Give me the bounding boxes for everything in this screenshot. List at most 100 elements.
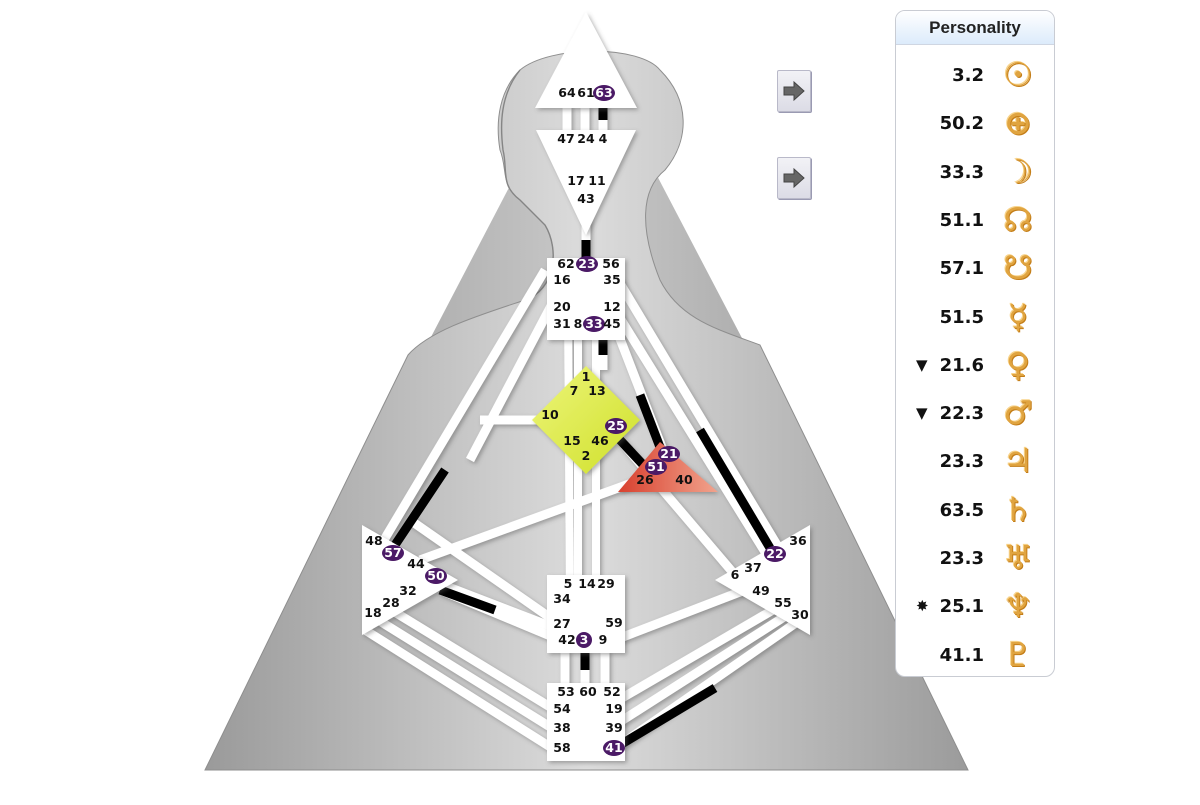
- gate-label: 15: [563, 433, 580, 448]
- gate-label: 59: [605, 615, 622, 630]
- gate-38: 38: [553, 720, 570, 735]
- planet-row: 50.2⊕: [896, 101, 1054, 149]
- gate-23: 23: [576, 256, 598, 272]
- gate-60: 60: [579, 684, 597, 699]
- gate-56: 56: [602, 256, 620, 271]
- gate-activation-marker: [583, 316, 605, 332]
- mars-icon: ♂: [1003, 393, 1033, 433]
- gate-36: 36: [789, 533, 807, 548]
- planet-row: 51.1☊: [896, 198, 1054, 246]
- planet-row: ✸25.1♆: [896, 584, 1054, 632]
- gate-25: 25: [605, 418, 627, 434]
- planet-row: 23.3♃: [896, 439, 1054, 487]
- earth-icon: ⊕: [1004, 103, 1032, 143]
- gate-label: 43: [577, 191, 594, 206]
- gate-label: 62: [557, 256, 574, 271]
- ego-center: [618, 442, 718, 492]
- personality-panel: Personality 3.2☉50.2⊕33.3☽51.1☊57.1☋51.5…: [895, 10, 1055, 677]
- gate-41: 41: [603, 740, 625, 756]
- gate-label: 29: [597, 576, 614, 591]
- head-center: [535, 12, 637, 108]
- gate-activation-marker: [658, 446, 680, 462]
- gate-17: 17: [567, 173, 584, 188]
- gate-31: 31: [553, 316, 570, 331]
- gate-label: 20: [553, 299, 571, 314]
- arrow-button-2[interactable]: [777, 157, 811, 199]
- gate-label: 53: [557, 684, 574, 699]
- gate-63: 63: [593, 85, 615, 101]
- gate-activation-marker: [576, 256, 598, 272]
- gate-label: 52: [603, 684, 620, 699]
- gate-label: 22: [766, 546, 783, 561]
- activation-value: 57.1: [939, 258, 984, 280]
- gate-label: 49: [752, 583, 769, 598]
- gate-44: 44: [407, 556, 425, 571]
- saturn-icon: ♄: [1003, 489, 1033, 529]
- gate-label: 40: [675, 472, 693, 487]
- gate-label: 26: [636, 472, 654, 487]
- planet-row: ▼22.3♂: [896, 391, 1054, 439]
- arrow-right-icon: [783, 80, 805, 102]
- gate-label: 35: [603, 272, 620, 287]
- gate-3: 3: [576, 632, 592, 648]
- gate-24: 24: [577, 131, 595, 146]
- planet-row: 3.2☉: [896, 53, 1054, 101]
- gate-label: 3: [580, 632, 589, 647]
- venus-icon: ♀: [1005, 344, 1031, 384]
- gate-label: 61: [577, 85, 594, 100]
- gate-label: 37: [744, 560, 761, 575]
- gate-label: 36: [789, 533, 807, 548]
- gate-label: 25: [607, 418, 624, 433]
- gate-21: 21: [658, 446, 680, 462]
- gate-7: 7: [570, 383, 579, 398]
- gate-48: 48: [365, 533, 382, 548]
- gate-35: 35: [603, 272, 620, 287]
- gate-47: 47: [557, 131, 574, 146]
- gate-label: 19: [605, 701, 622, 716]
- planet-row: 63.5 ♄: [896, 488, 1054, 536]
- gate-label: 8: [574, 316, 583, 331]
- sun-icon: ☉: [1003, 55, 1033, 94]
- gate-51: 51: [645, 459, 667, 475]
- activation-value: 51.5: [939, 306, 984, 328]
- gate-label: 45: [603, 316, 620, 331]
- gate-label: 21: [660, 446, 677, 461]
- gate-label: 7: [570, 383, 579, 398]
- gate-8: 8: [574, 316, 583, 331]
- gate-label: 13: [588, 383, 605, 398]
- planet-row: 51.5☿: [896, 295, 1054, 343]
- gate-label: 33: [585, 316, 602, 331]
- gate-29: 29: [597, 576, 614, 591]
- gate-64: 64: [558, 85, 576, 100]
- gate-label: 44: [407, 556, 425, 571]
- panel-title: Personality: [896, 11, 1054, 45]
- gate-54: 54: [553, 701, 571, 716]
- gate-label: 12: [603, 299, 620, 314]
- gate-label: 50: [427, 568, 445, 583]
- gate-13: 13: [588, 383, 605, 398]
- arrow-button-1[interactable]: [777, 70, 811, 112]
- gate-label: 64: [558, 85, 576, 100]
- activation-value: 63.5: [939, 499, 984, 521]
- planet-row: 57.1☋: [896, 246, 1054, 294]
- activation-value: 23.3: [939, 548, 984, 569]
- arrow-right-icon: [783, 167, 805, 189]
- gate-label: 42: [558, 632, 575, 647]
- planet-row: ▼21.6♀: [896, 343, 1054, 391]
- gate-label: 11: [588, 173, 605, 188]
- gate-59: 59: [605, 615, 622, 630]
- gate-label: 18: [364, 605, 381, 620]
- row-marker: ▼: [916, 355, 928, 374]
- gate-34: 34: [553, 591, 571, 606]
- gate-label: 24: [577, 131, 595, 146]
- gate-label: 4: [599, 131, 608, 146]
- gate-label: 56: [602, 256, 620, 271]
- gate-label: 57: [384, 545, 401, 560]
- gate-label: 41: [605, 740, 622, 755]
- gate-label: 60: [579, 684, 597, 699]
- planet-row: 23.3♅: [896, 536, 1054, 584]
- gate-activation-marker: [645, 459, 667, 475]
- gate-label: 10: [541, 407, 559, 422]
- gate-label: 63: [595, 85, 612, 100]
